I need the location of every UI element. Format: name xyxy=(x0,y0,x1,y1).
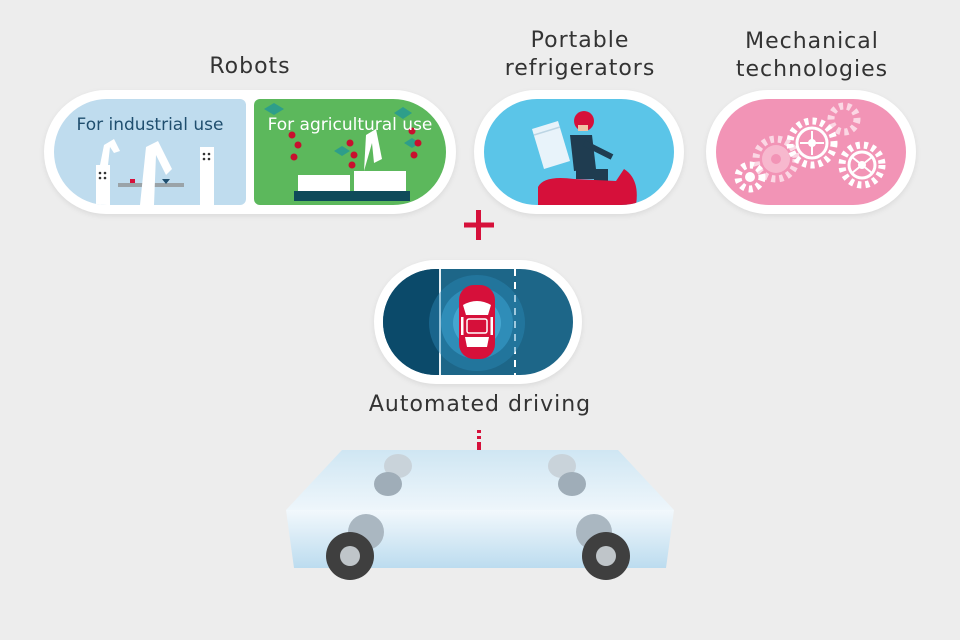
robots-pill: For industrial use For agricultural use xyxy=(44,90,456,214)
agricultural-robot-icon xyxy=(264,103,422,201)
scooter-icon xyxy=(532,111,637,205)
label-mechanical-technologies: Mechanical technologies xyxy=(700,28,924,84)
car-icon xyxy=(383,269,525,375)
gear-icon xyxy=(734,102,886,193)
rear-left-wheel-hub xyxy=(374,454,412,496)
mechanical-pill xyxy=(706,90,916,214)
fridge-panel xyxy=(484,99,674,205)
label-mech-line2: technologies xyxy=(735,57,889,82)
driving-pill xyxy=(374,260,582,384)
plus-icon xyxy=(464,210,494,240)
label-fridge-line2: refrigerators xyxy=(504,56,656,81)
label-robots: Robots xyxy=(209,54,291,79)
industrial-use-label: For industrial use xyxy=(76,115,224,135)
vehicle-platform-icon xyxy=(286,450,674,580)
robot-arm-icon xyxy=(96,139,214,205)
agricultural-robot-panel: For agricultural use xyxy=(254,99,446,205)
rear-right-wheel-hub xyxy=(548,454,586,496)
label-mech-line1: Mechanical xyxy=(745,29,879,54)
industrial-robot-panel: For industrial use xyxy=(54,99,246,205)
front-right-wheel xyxy=(576,514,630,580)
mechanical-panel xyxy=(716,99,906,205)
label-portable-refrigerators: Portable refrigerators xyxy=(470,27,690,83)
fridge-pill xyxy=(474,90,684,214)
label-fridge-line1: Portable xyxy=(530,28,630,53)
front-left-wheel xyxy=(326,514,384,580)
agricultural-use-label: For agricultural use xyxy=(267,115,433,135)
driving-panel xyxy=(383,269,573,375)
label-automated-driving: Automated driving xyxy=(368,392,592,417)
